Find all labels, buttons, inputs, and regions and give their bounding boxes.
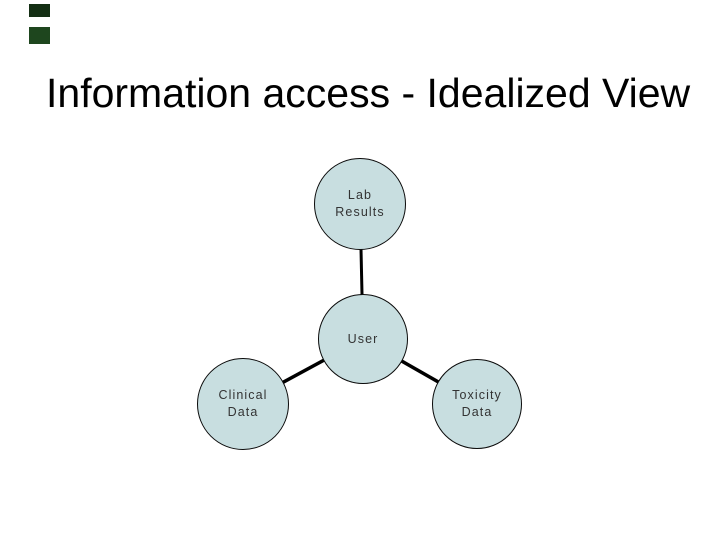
corner-accent-bar-bottom <box>29 27 50 44</box>
node-lab-results-label: Lab Results <box>335 188 385 219</box>
node-user: User <box>318 294 408 384</box>
slide-title: Information access - Idealized View <box>46 70 691 116</box>
node-clinical-data: Clinical Data <box>197 358 289 450</box>
node-user-label: User <box>347 331 379 346</box>
node-toxicity-data-label: Toxicity Data <box>452 388 502 419</box>
node-toxicity-data: Toxicity Data <box>432 359 522 449</box>
node-clinical-data-label: Clinical Data <box>218 388 268 419</box>
node-lab-results: Lab Results <box>314 158 406 250</box>
corner-accent-bar-top <box>29 4 50 17</box>
